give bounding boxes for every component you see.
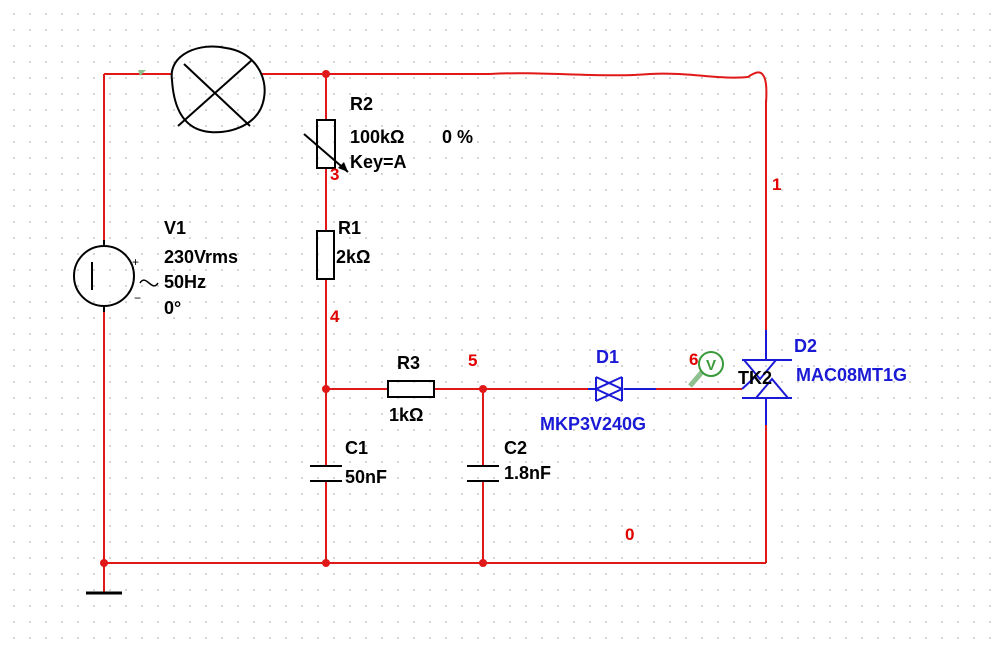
capacitor-c2-plates [467,465,499,482]
capacitor-c2[interactable] [467,465,499,482]
v1-voltage: 230Vrms [164,247,238,267]
diac-triangles [593,376,625,402]
r2-setting: 0 % [442,127,473,147]
junctions [100,70,487,567]
resistor-r3-body [387,380,435,398]
d2-model: MAC08MT1G [796,365,907,385]
voltage-probe[interactable]: V [688,351,724,388]
probe-ref: TK2 [738,368,772,388]
junction-node4 [322,385,330,393]
lamp-cross-b [177,59,253,127]
capacitor-c1[interactable] [310,465,342,482]
r2-key: Key=A [350,152,407,172]
potentiometer-r2[interactable] [303,119,349,173]
lamp[interactable] [170,45,266,134]
v1-phase: 0° [164,298,181,318]
c2-value: 1.8nF [504,463,551,483]
ac-source-v1[interactable]: + − [73,240,159,312]
resistor-r1[interactable] [316,230,335,280]
net-label-1: 1 [772,175,781,194]
resistor-r1-body [316,230,335,280]
net-label-4: 4 [330,307,340,326]
triac-triangles [743,359,789,399]
junction-bottom-c2 [479,559,487,567]
probe-icon [698,351,724,377]
d1-model: MKP3V240G [540,414,646,434]
v1-frequency: 50Hz [164,272,206,292]
c1-value: 50nF [345,467,387,487]
potentiometer-body [316,119,336,169]
junction-bottom-c1 [322,559,330,567]
net-label-5: 5 [468,351,477,370]
r1-ref: R1 [338,218,361,238]
triac-gate-lead [741,377,755,390]
capacitor-c1-plates [310,465,342,482]
ac-source-circle [73,245,135,307]
ac-source-plus: + [132,255,139,269]
triac-d2[interactable] [742,330,792,425]
probe-symbol: V [706,357,716,374]
diac-d1[interactable] [588,376,656,402]
potentiometer-arrow-head [338,162,348,172]
net-label-0: 0 [625,525,634,544]
lamp-cross-a [183,63,251,127]
net-label-3: 3 [330,165,339,184]
resistor-r3[interactable] [387,380,435,398]
junction-top [322,70,330,78]
r2-value: 100kΩ [350,127,404,147]
c1-ref: C1 [345,438,368,458]
triac-bars [742,359,792,399]
wires [103,71,768,592]
v1-ref: V1 [164,218,186,238]
d1-ref: D1 [596,347,619,367]
r3-value: 1kΩ [389,405,423,425]
wire-start-marker [138,70,146,76]
c2-ref: C2 [504,438,527,458]
r2-ref: R2 [350,94,373,114]
lamp-circle [170,45,266,134]
junction-bottom-left [100,559,108,567]
ac-source-minus: − [134,291,141,305]
probe-stem [688,370,704,388]
diac-bars [595,377,623,401]
d2-ref: D2 [794,336,817,356]
r1-value: 2kΩ [336,247,370,267]
net-label-6: 6 [689,350,698,369]
junction-node5 [479,385,487,393]
r3-ref: R3 [397,353,420,373]
wire-hand-drawn-top[interactable] [489,71,768,105]
sine-icon [139,279,159,287]
